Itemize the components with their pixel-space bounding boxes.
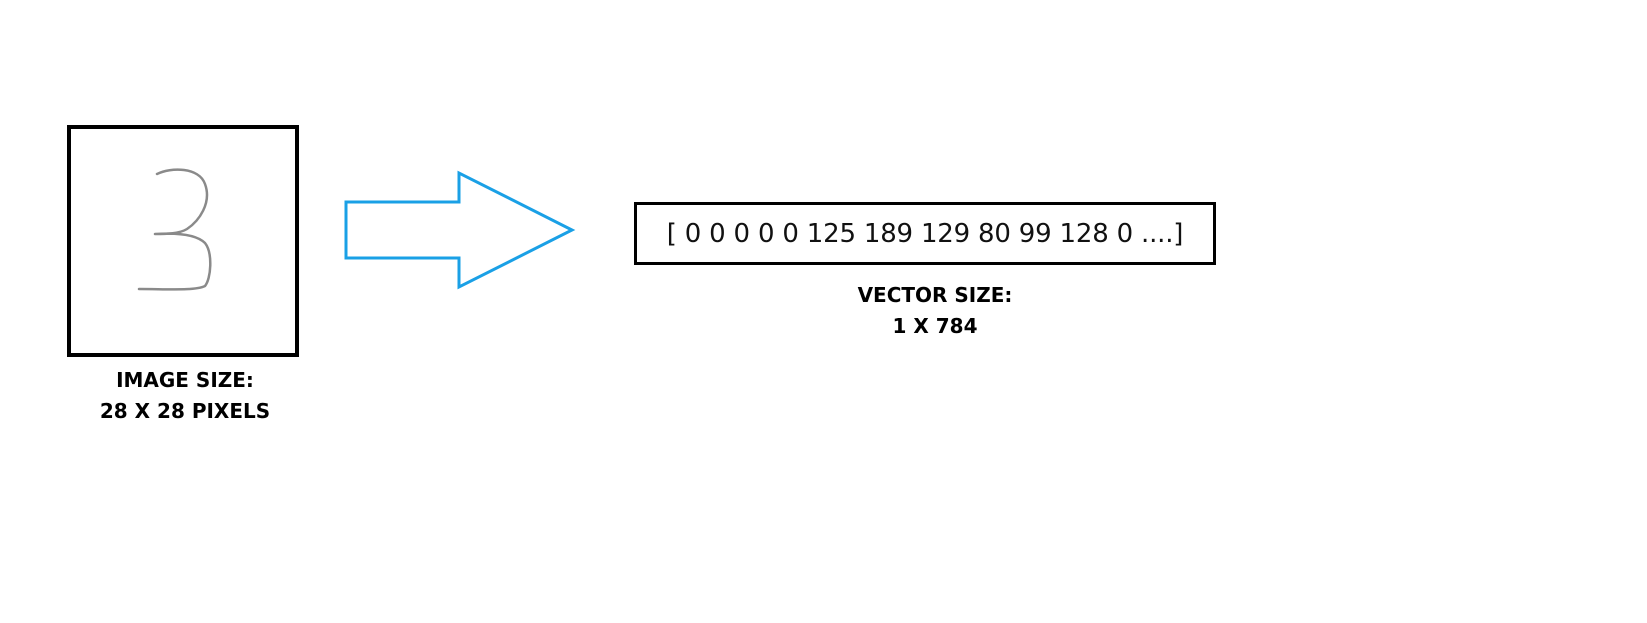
handwritten-digit-three-icon (137, 168, 212, 291)
image-size-label: IMAGE SIZE: 28 X 28 PIXELS (40, 365, 330, 427)
vector-content: [ 0 0 0 0 0 125 189 129 80 99 128 0 ....… (666, 218, 1184, 249)
vector-size-label-line2: 1 X 784 (892, 314, 978, 338)
vector-size-label-line1: VECTOR SIZE: (857, 283, 1013, 307)
digit-image-box (67, 125, 299, 357)
vector-size-label: VECTOR SIZE: 1 X 784 (790, 280, 1080, 342)
image-size-label-line2: 28 X 28 PIXELS (99, 399, 271, 423)
right-arrow-icon (344, 170, 576, 290)
vector-box: [ 0 0 0 0 0 125 189 129 80 99 128 0 ....… (634, 202, 1216, 265)
image-size-label-line1: IMAGE SIZE: (116, 368, 254, 392)
